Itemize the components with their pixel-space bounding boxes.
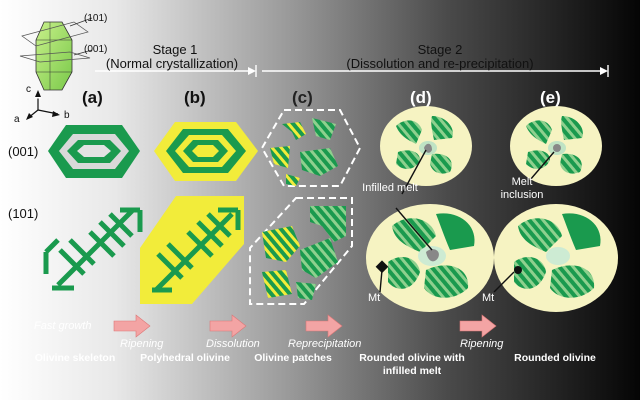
- panel-letter-c: (c): [292, 88, 313, 107]
- melt-inclusion-label: Melt inclusion: [500, 176, 544, 201]
- axis-a-label: a: [14, 114, 20, 125]
- label-rounded-olivine-infilled: Rounded olivine with infilled melt: [359, 352, 465, 377]
- panel-b-001: [154, 122, 258, 181]
- process-fast-growth: Fast growth: [34, 320, 92, 332]
- axis-c-label: c: [26, 84, 31, 95]
- axis-b-label: b: [64, 110, 70, 121]
- stage2-arrow: [262, 65, 609, 77]
- stage1-title: Stage 1: [152, 42, 198, 57]
- panel-c-101: [249, 197, 353, 305]
- stage2-title: Stage 2: [417, 42, 463, 57]
- panel-letter-a: (a): [82, 88, 103, 107]
- panel-a-001: [48, 125, 140, 178]
- panel-letter-e: (e): [540, 88, 561, 107]
- panel-d-001: [380, 106, 472, 186]
- stage2-subtitle: (Dissolution and re-precipitation): [346, 56, 534, 71]
- mt-label-d: Mt: [368, 292, 381, 304]
- row-label-001: (001): [8, 144, 39, 159]
- panel-c-001: [260, 109, 362, 187]
- annotation-pointers: [379, 149, 555, 293]
- process-arrow-3: [305, 314, 343, 338]
- process-arrow-1: [113, 314, 151, 338]
- label-olivine-skeleton: Olivine skeleton: [34, 352, 116, 364]
- process-reprecipitation: Reprecipitation: [288, 338, 362, 350]
- stage1-subtitle: (Normal crystallization): [105, 56, 239, 71]
- panel-letter-d: (d): [410, 88, 432, 107]
- face-001-label: (001): [84, 44, 108, 55]
- process-arrow-4: [459, 314, 497, 338]
- row-label-101: (101): [8, 206, 39, 221]
- face-101-label: (101): [84, 13, 108, 24]
- panel-b-101: [140, 196, 244, 304]
- panel-letter-b: (b): [184, 88, 206, 107]
- process-ripening-2: Ripening: [460, 338, 504, 350]
- panel-d-101: [366, 204, 494, 312]
- label-olivine-patches: Olivine patches: [254, 352, 332, 364]
- stage1-arrow: [95, 65, 257, 77]
- panel-a-101: [43, 207, 143, 291]
- label-rounded-olivine: Rounded olivine: [514, 352, 596, 364]
- mt-label-e: Mt: [482, 292, 495, 304]
- process-ripening-1: Ripening: [120, 338, 164, 350]
- panel-e-101: [494, 204, 618, 312]
- process-dissolution: Dissolution: [206, 338, 260, 350]
- panel-e-001: [510, 106, 602, 186]
- crystal-inset: [19, 17, 93, 120]
- process-arrow-2: [209, 314, 247, 338]
- process-arrows: [113, 314, 497, 338]
- label-polyhedral-olivine: Polyhedral olivine: [140, 352, 230, 364]
- infilled-melt-label: Infilled melt: [362, 182, 418, 194]
